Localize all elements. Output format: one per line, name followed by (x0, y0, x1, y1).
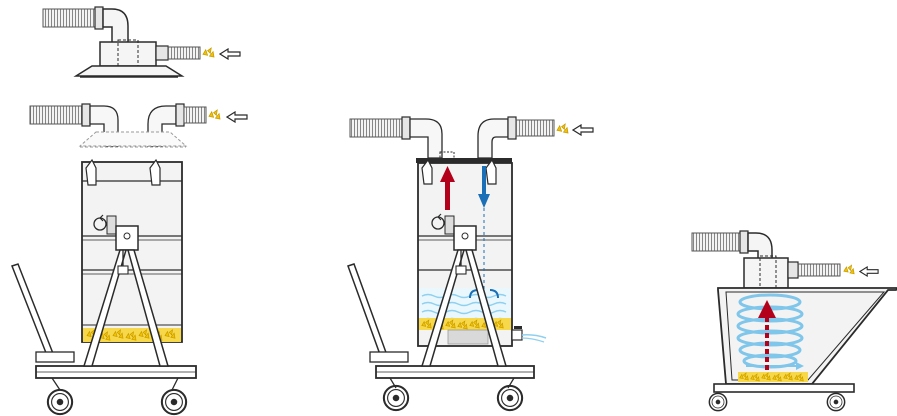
hopper-frame (708, 383, 855, 412)
lid-assembly (29, 103, 248, 148)
trolley-cart (347, 225, 535, 412)
hose-right (797, 263, 841, 277)
hose-left (349, 118, 403, 138)
panel-drum-separator (11, 6, 248, 416)
lid-assembly (691, 230, 879, 291)
debris-layer (419, 318, 511, 330)
hose-right (167, 46, 201, 60)
lid-detail-top (42, 6, 241, 78)
hose-left (42, 8, 96, 28)
hose-right (515, 119, 555, 137)
inlet-arrow-icon (226, 111, 248, 123)
drain-valve (511, 326, 547, 343)
air-flow-arrows (440, 166, 499, 299)
hose-left (29, 105, 83, 125)
rotation-icon (93, 214, 117, 235)
debris-layer (738, 372, 808, 382)
panel-cyclone-hopper (691, 230, 897, 412)
cyclone-vortex (736, 293, 804, 370)
wheel-icon (160, 388, 188, 416)
wheel-icon (46, 388, 74, 416)
wheel-icon (708, 392, 728, 412)
lid-base (73, 65, 185, 77)
air-flow-arrow-up (758, 300, 776, 370)
inlet-arrow-icon (572, 124, 594, 136)
lid-assembly (349, 116, 594, 163)
wheel-icon (826, 392, 846, 412)
inlet-arrow-icon (219, 48, 241, 60)
debris-icon (843, 264, 855, 275)
hose-right (183, 106, 207, 124)
wheel-icon (496, 384, 524, 412)
trolley-cart (11, 225, 197, 416)
wheel-icon (382, 384, 410, 412)
inlet-arrow-icon (859, 266, 879, 277)
elbow-pipe (102, 8, 129, 45)
panel-wet-separator (347, 116, 594, 412)
wet-drum (417, 158, 547, 347)
debris-icon (208, 109, 221, 120)
rotation-icon (431, 213, 455, 235)
debris-icon (202, 47, 215, 58)
hopper (717, 287, 897, 385)
hose-left (691, 232, 741, 252)
debris-icon (556, 123, 569, 134)
